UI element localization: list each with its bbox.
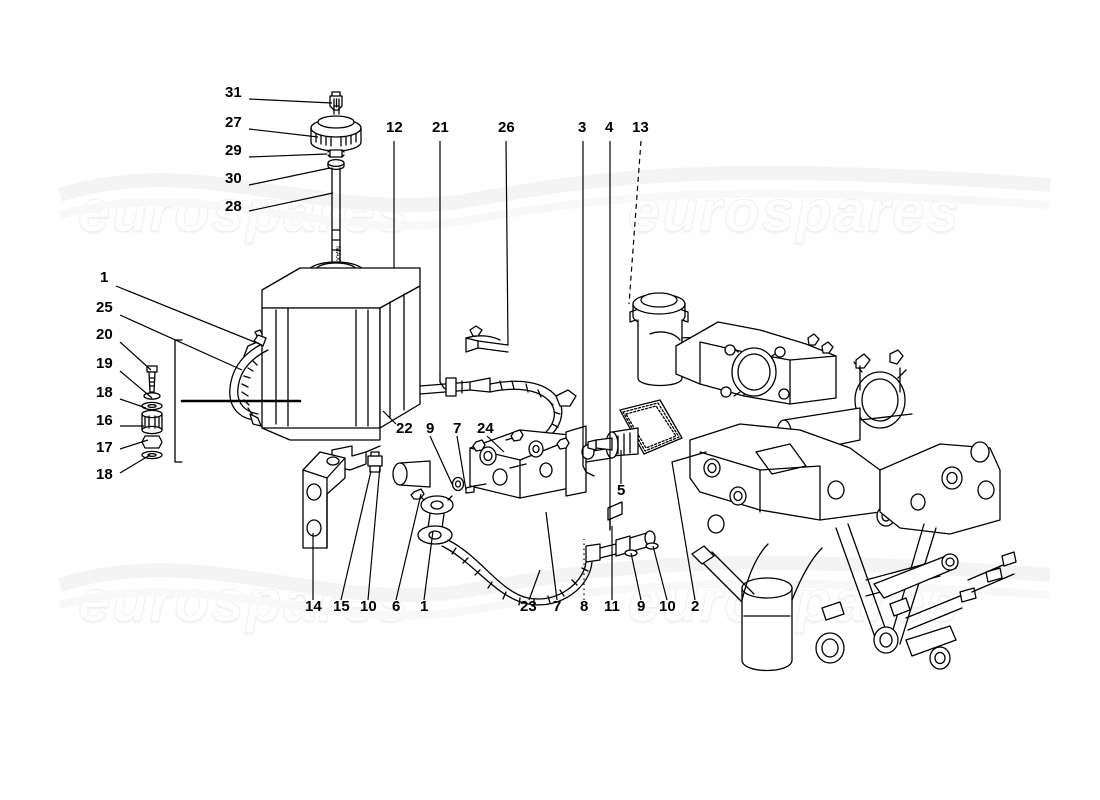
callout-label-c7b: 7: [553, 598, 562, 615]
filler-cap-assembly: MAX: [310, 91, 362, 271]
callout-label-c16: 16: [96, 412, 113, 429]
callout-label-c14: 14: [305, 598, 322, 615]
callout-label-c15: 15: [333, 598, 350, 615]
leader-line-27: [248, 128, 319, 138]
leader-line-31: [248, 98, 333, 104]
leader-line-18: [119, 398, 147, 409]
suction-hose: [229, 329, 269, 427]
leader-line-1: [115, 285, 263, 346]
banjo-fittings: [451, 476, 487, 494]
callout-label-c3: 3: [578, 119, 587, 136]
callout-label-c9b: 9: [637, 598, 646, 615]
callout-label-c30: 30: [225, 170, 242, 187]
leader-line-30: [248, 167, 331, 186]
leader-line-10: [652, 545, 668, 601]
leader-line-18: [119, 454, 151, 474]
pump-flange-gasket: [587, 399, 683, 459]
callout-label-c9: 9: [426, 420, 435, 437]
leader-line-2: [671, 461, 696, 601]
callout-label-c5: 5: [617, 482, 626, 499]
callout-label-c10b: 10: [659, 598, 676, 615]
leader-line-6: [395, 493, 422, 601]
leader-line-9: [630, 552, 642, 601]
fitting-parts-stack: [141, 339, 302, 463]
callout-label-c6: 6: [392, 598, 401, 615]
pressure-hose-assembly: [410, 488, 659, 607]
callout-label-c24: 24: [477, 420, 494, 437]
leader-line-17: [119, 439, 149, 450]
hydraulic-pump-block: [469, 425, 613, 499]
leader-line-19: [119, 370, 153, 399]
callout-label-c7: 7: [453, 420, 462, 437]
callout-label-c28: 28: [225, 198, 242, 215]
svg-text:MAX: MAX: [334, 246, 341, 262]
leader-line-1: [423, 530, 434, 601]
callout-label-c26: 26: [498, 119, 515, 136]
callout-label-c8: 8: [580, 598, 589, 615]
callout-label-c17: 17: [96, 439, 113, 456]
callout-label-c19: 19: [96, 355, 113, 372]
leader-line-22: [382, 410, 397, 425]
callout-label-c10a: 10: [360, 598, 377, 615]
leader-line-10: [367, 465, 381, 601]
leader-line-23: [528, 569, 541, 601]
callout-label-c1: 1: [100, 269, 109, 286]
callout-label-c18a: 18: [96, 384, 113, 401]
callout-label-c13: 13: [632, 119, 649, 136]
callout-label-c23: 23: [520, 598, 537, 615]
leader-line-9: [429, 435, 453, 485]
callout-label-c27: 27: [225, 114, 242, 131]
leader-line-26: [505, 140, 509, 346]
callout-label-c18b: 18: [96, 466, 113, 483]
feed-pipe-lines: [419, 325, 577, 435]
leader-line-7: [456, 435, 467, 491]
callout-label-c25: 25: [96, 299, 113, 316]
reservoir-tank: [243, 261, 431, 488]
callout-label-c1b: 1: [420, 598, 429, 615]
callout-label-c21: 21: [432, 119, 449, 136]
callout-label-c31: 31: [225, 84, 242, 101]
pump-drive-assembly: [671, 451, 707, 463]
callout-label-c11: 11: [604, 598, 620, 615]
leader-line-7: [545, 511, 558, 601]
leader-line-25: [119, 314, 243, 371]
callout-label-c4: 4: [605, 119, 614, 136]
callout-label-c20: 20: [96, 326, 113, 343]
leader-line-24: [486, 435, 505, 453]
callout-label-c2: 2: [691, 598, 700, 615]
leader-line-13: [628, 140, 642, 305]
leader-line-29: [248, 153, 328, 158]
engine-assembly: [675, 321, 1017, 672]
callout-label-c29: 29: [225, 142, 242, 159]
leader-line-20: [119, 341, 152, 371]
leader-line-15: [340, 470, 372, 601]
callout-label-c12: 12: [386, 119, 403, 136]
leader-line-28: [248, 192, 334, 212]
callout-label-c22: 22: [396, 420, 413, 437]
